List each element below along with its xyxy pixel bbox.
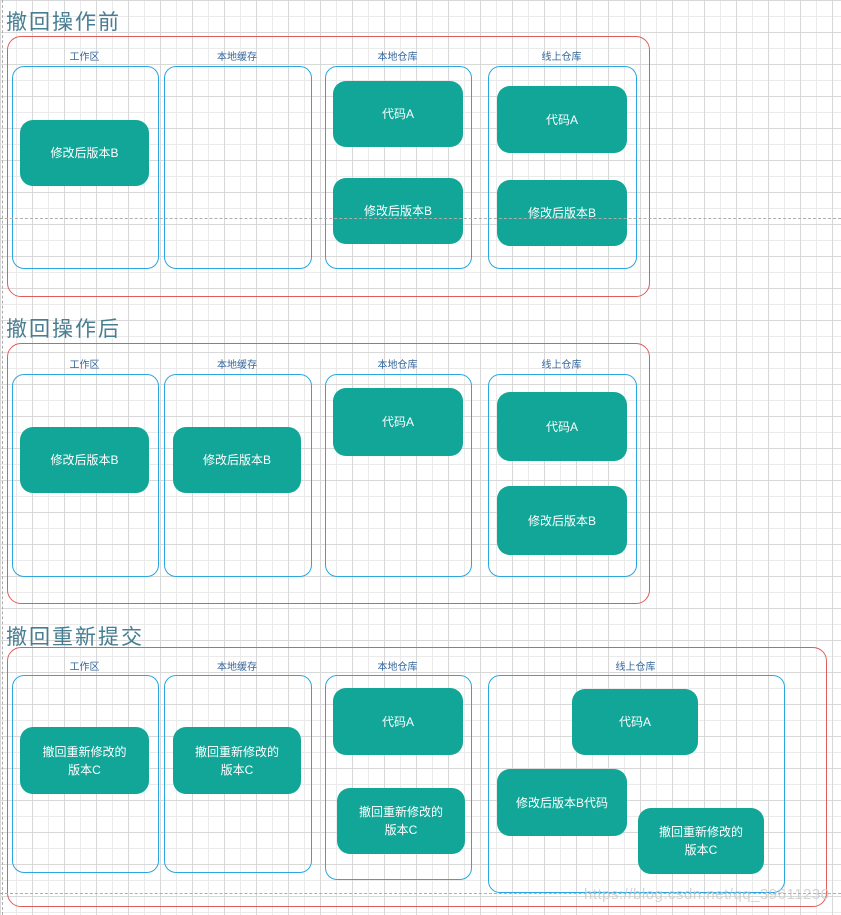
column-label: 本地仓库 — [377, 360, 418, 371]
diagram-node: 代码A — [333, 81, 463, 147]
column-label: 本地缓存 — [217, 360, 257, 371]
column-label: 本地缓存 — [217, 52, 257, 63]
diagram-node: 撤回重新修改的 版本C — [20, 727, 149, 794]
column-zone — [12, 374, 159, 577]
column-zone — [12, 66, 159, 269]
column-zone — [488, 374, 637, 577]
diagram-node: 撤回重新修改的 版本C — [638, 808, 764, 874]
page-guide-vertical — [2, 0, 3, 915]
column-label: 工作区 — [69, 360, 100, 371]
diagram-node: 代码A — [497, 392, 627, 461]
column-label: 本地仓库 — [377, 662, 418, 673]
diagram-node: 代码A — [333, 388, 463, 456]
column-label: 线上仓库 — [615, 662, 656, 673]
column-zone — [488, 675, 785, 893]
diagram-node: 代码A — [572, 689, 698, 755]
diagram-node: 修改后版本B — [333, 178, 463, 244]
section-frame — [7, 647, 827, 907]
diagram-node: 修改后版本B — [20, 120, 149, 186]
column-zone — [325, 675, 472, 880]
diagram-node: 代码A — [333, 688, 463, 755]
diagram-node: 修改后版本B代码 — [497, 769, 627, 836]
column-label: 本地仓库 — [377, 52, 418, 63]
diagram-node: 撤回重新修改的 版本C — [337, 788, 465, 854]
column-zone — [325, 374, 472, 577]
column-zone — [164, 374, 312, 577]
column-zone — [488, 66, 637, 269]
diagram-node: 修改后版本B — [497, 180, 627, 246]
section-title: 撤回操作前 — [6, 11, 121, 34]
column-zone — [12, 675, 159, 873]
column-label: 工作区 — [69, 52, 100, 63]
diagram-node: 修改后版本B — [20, 427, 149, 493]
column-zone — [164, 66, 312, 269]
column-zone — [325, 66, 472, 269]
page-guide-horizontal — [0, 893, 841, 894]
column-label: 工作区 — [69, 662, 100, 673]
section-frame — [7, 36, 650, 297]
section-title: 撤回操作后 — [6, 318, 121, 341]
column-label: 线上仓库 — [541, 52, 582, 63]
column-label: 本地缓存 — [217, 662, 257, 673]
page-guide-horizontal — [0, 218, 841, 219]
diagram-node: 代码A — [497, 86, 627, 153]
diagram-node: 撤回重新修改的 版本C — [173, 727, 301, 794]
section-title: 撤回重新提交 — [6, 626, 144, 649]
column-zone — [164, 675, 312, 873]
diagram-node: 修改后版本B — [173, 427, 301, 493]
watermark: https://blog.csdn.net/qq_39611230 — [584, 886, 830, 903]
diagram-node: 修改后版本B — [497, 486, 627, 555]
section-frame — [7, 343, 650, 604]
column-label: 线上仓库 — [541, 360, 582, 371]
